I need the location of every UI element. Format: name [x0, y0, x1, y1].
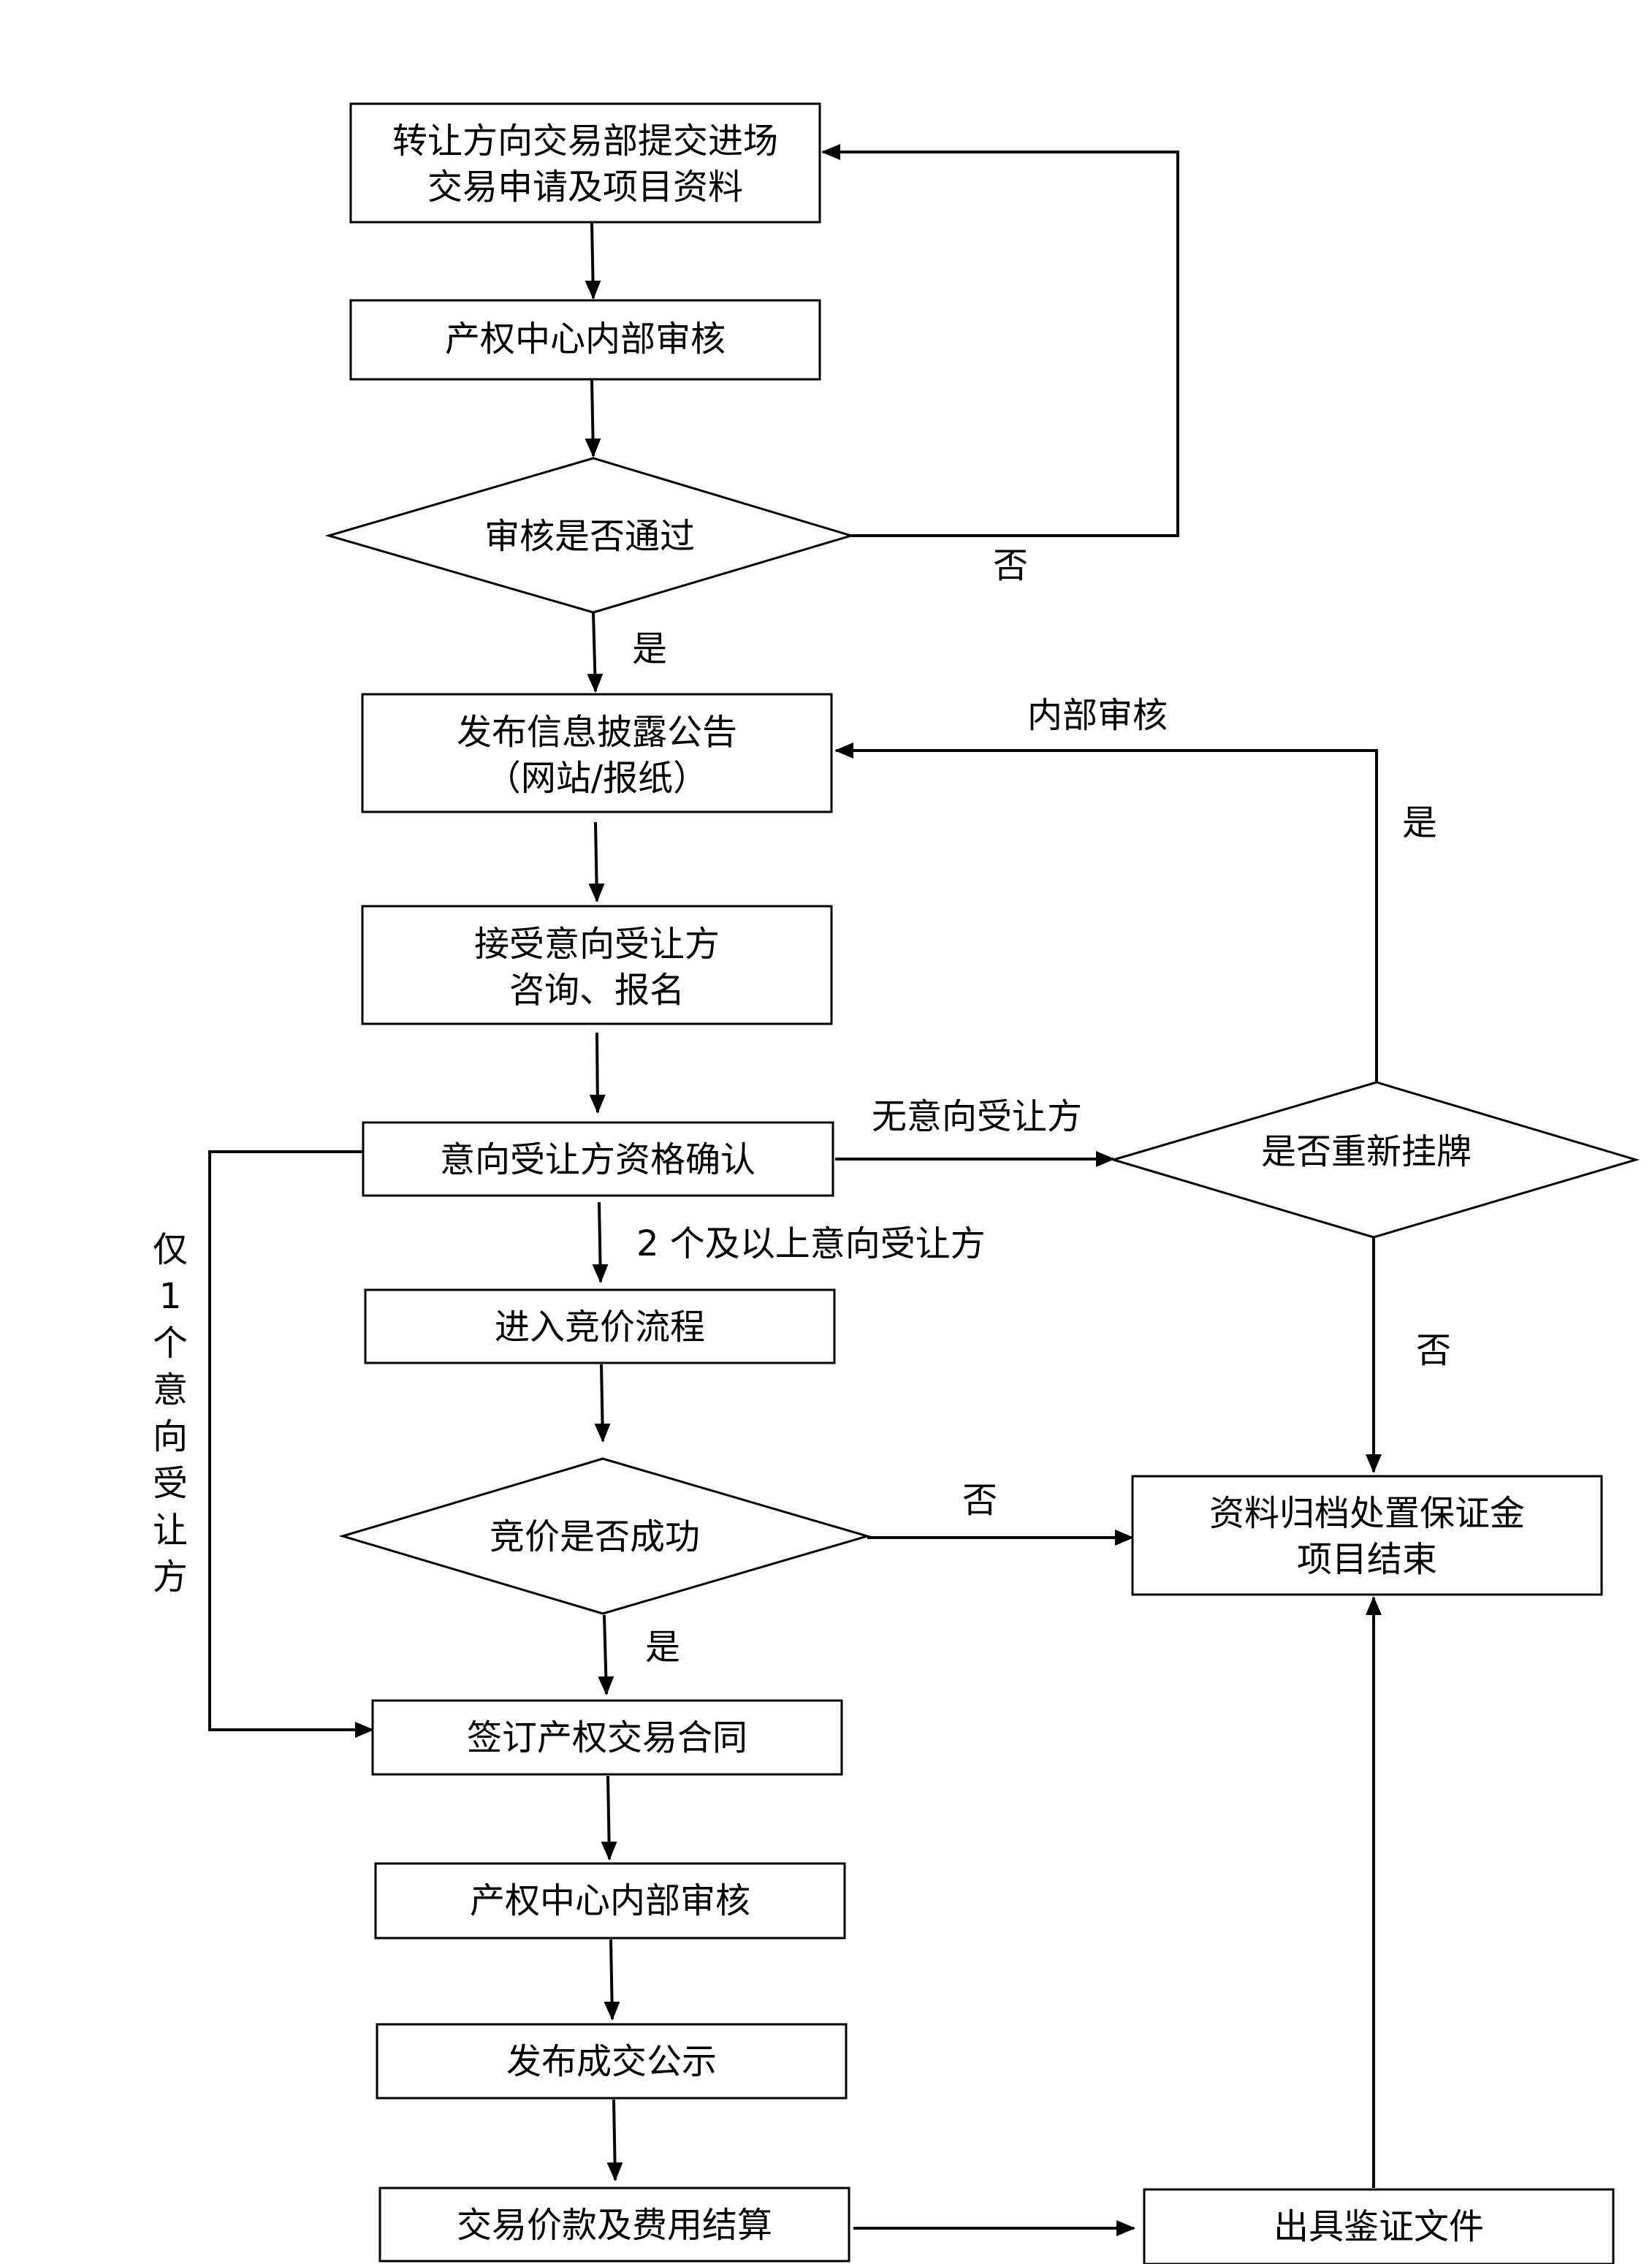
- edge-label-relist-no: 否: [1416, 1330, 1451, 1371]
- node-settlement: 交易价款及费用结算: [378, 2187, 850, 2263]
- edge-review1-to-decision: [585, 379, 601, 457]
- node-accept-inquiries: 接受意向受让方 咨询、报名: [361, 905, 833, 1025]
- node-certify: 出具鉴证文件: [1143, 2188, 1615, 2264]
- only-one-char: 向: [153, 1416, 188, 1457]
- edge-label-bid-no: 否: [962, 1480, 997, 1521]
- node-settle-label: 交易价款及费用结算: [457, 2205, 772, 2246]
- only-one-char: 受: [153, 1463, 188, 1504]
- only-one-char: 意: [153, 1370, 188, 1410]
- node-internal-review-1: 产权中心内部审核: [349, 299, 821, 381]
- node-qualification: 意向受让方资格确认: [362, 1121, 834, 1197]
- edge-publish-to-accept: [588, 821, 605, 903]
- node-bid-success-decision: 竞价是否成功: [338, 1457, 872, 1615]
- node-announce-label: 发布成交公示: [506, 2041, 717, 2082]
- edge-label-no-bidder: 无意向受让方: [872, 1096, 1082, 1137]
- node-archive-line2: 项目结束: [1297, 1539, 1437, 1580]
- node-qualification-label: 意向受让方资格确认: [440, 1139, 755, 1180]
- node-announce-deal: 发布成交公示: [376, 2023, 848, 2100]
- edge-announce-to-settle: [606, 2099, 623, 2181]
- node-sign-contract: 签订产权交易合同: [371, 1699, 843, 1776]
- node-submit-line1: 转让方向交易部提交进场: [392, 121, 778, 162]
- edge-label-only-one-vertical: 仅 1 个 意 向 受 让 方: [153, 1229, 188, 1598]
- edge-label-two-plus: 2 个及以上意向受让方: [636, 1223, 986, 1264]
- node-archive-line1: 资料归档处置保证金: [1209, 1493, 1525, 1534]
- only-one-char: 方: [153, 1557, 188, 1598]
- edge-review2-to-announce: [604, 1939, 620, 2021]
- edge-labels: 否 是 内部审核 是 无意向受让方 2 个及以上意向受让方 否 否 是 仅 1 …: [153, 545, 1451, 1668]
- node-submit-line2: 交易申请及项目资料: [427, 167, 743, 208]
- edge-label-review-no: 否: [993, 545, 1028, 586]
- edge-bidding-to-bid-decision: [594, 1364, 611, 1443]
- node-publish-notice: 发布信息披露公告 （网站/报纸）: [361, 693, 833, 813]
- node-internal-review-2: 产权中心内部审核: [374, 1862, 846, 1940]
- node-bid-success-label: 竞价是否成功: [490, 1516, 700, 1557]
- node-bidding: 进入竞价流程: [364, 1288, 836, 1364]
- edge-decision-yes-to-publish: [587, 612, 604, 693]
- node-accept-line2: 咨询、报名: [509, 970, 685, 1011]
- edge-label-review-yes: 是: [632, 628, 667, 669]
- node-certify-label: 出具鉴证文件: [1274, 2206, 1484, 2247]
- node-accept-line1: 接受意向受让方: [474, 924, 720, 965]
- node-sign-label: 签订产权交易合同: [467, 1717, 747, 1758]
- edge-sign-to-review2: [601, 1775, 617, 1861]
- edge-bid-yes-to-sign: [598, 1614, 614, 1695]
- node-review-pass-label: 审核是否通过: [484, 516, 695, 557]
- node-bidding-label: 进入竞价流程: [495, 1307, 705, 1348]
- only-one-char: 个: [153, 1323, 188, 1364]
- node-publish-line2: （网站/报纸）: [486, 758, 708, 799]
- node-relist-decision: 是否重新挂牌: [1109, 1081, 1640, 1239]
- edge-decision-no-back-to-submit: [821, 144, 1179, 537]
- node-review2-label: 产权中心内部审核: [470, 1880, 750, 1921]
- only-one-char: 1: [159, 1276, 182, 1317]
- only-one-char: 仅: [153, 1229, 188, 1270]
- only-one-char: 让: [153, 1510, 188, 1551]
- edge-relist-yes-to-publish: [834, 742, 1378, 1082]
- node-archive-end: 资料归档处置保证金 项目结束: [1131, 1475, 1603, 1596]
- edge-label-relist-yes: 是: [1402, 802, 1437, 843]
- edge-accept-to-qualify: [589, 1032, 606, 1114]
- edges: [208, 144, 1382, 2236]
- node-publish-line1: 发布信息披露公告: [457, 712, 737, 753]
- edge-qualify-to-bidding: [592, 1201, 609, 1283]
- node-relist-label: 是否重新挂牌: [1261, 1131, 1472, 1172]
- edge-only-one-to-sign: [208, 1150, 374, 1738]
- edge-submit-to-review1: [585, 222, 601, 300]
- node-review-pass-decision: 审核是否通过: [324, 457, 856, 614]
- node-submit-application: 转让方向交易部提交进场 交易申请及项目资料: [349, 102, 821, 224]
- edge-label-bid-yes: 是: [645, 1627, 680, 1668]
- node-review1-label: 产权中心内部审核: [445, 319, 726, 360]
- edge-label-internal-review: 内部审核: [1027, 695, 1168, 736]
